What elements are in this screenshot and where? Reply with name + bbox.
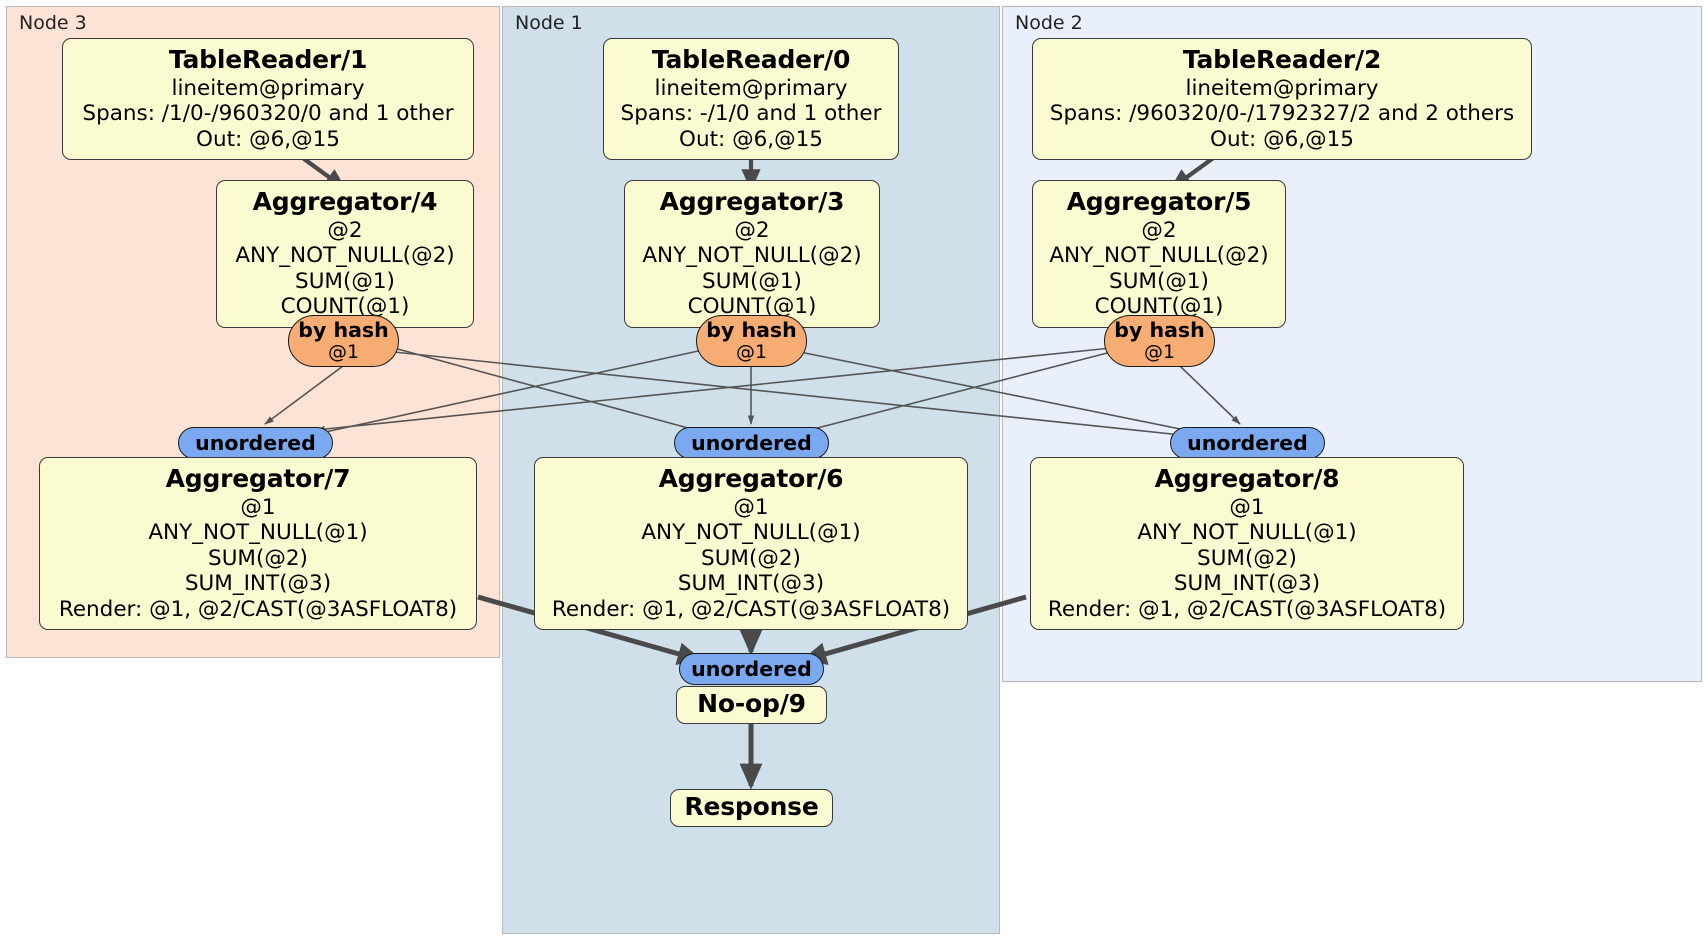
processor-line: SUM_INT(@3) [1173, 571, 1321, 597]
processor-line: Spans: -/1/0 and 1 other [620, 101, 882, 127]
processor-line: SUM_INT(@3) [184, 571, 332, 597]
processor-line: Spans: /960320/0-/1792327/2 and 2 others [1049, 101, 1515, 127]
processor-aggregator-5[interactable]: Aggregator/5 @2 ANY_NOT_NULL(@2) SUM(@1)… [1032, 180, 1286, 328]
processor-line: Out: @6,@15 [196, 126, 340, 152]
stream-label: unordered [691, 430, 812, 455]
processor-line: SUM(@1) [295, 268, 395, 294]
stream-unordered-left[interactable]: unordered [178, 427, 333, 459]
processor-line: SUM(@1) [1109, 268, 1209, 294]
processor-line: @1 [240, 494, 276, 520]
processor-line: Render: @1, @2/CAST(@3ASFLOAT8) [551, 596, 951, 622]
router-label: by hash [1114, 317, 1205, 342]
processor-line: lineitem@primary [1185, 75, 1379, 101]
node-group-label-node-2: Node 2 [1015, 12, 1083, 34]
processor-line: ANY_NOT_NULL(@1) [641, 520, 861, 546]
processor-line: @2 [734, 217, 770, 243]
processor-line: ANY_NOT_NULL(@2) [1049, 243, 1269, 269]
processor-title: Aggregator/5 [1066, 187, 1252, 216]
processor-line: Render: @1, @2/CAST(@3ASFLOAT8) [58, 596, 458, 622]
processor-title: No-op/9 [697, 689, 806, 719]
processor-title: TableReader/1 [168, 45, 368, 74]
processor-line: ANY_NOT_NULL(@1) [1137, 520, 1357, 546]
processor-line: Spans: /1/0-/960320/0 and 1 other [82, 101, 454, 127]
node-group-label-node-1: Node 1 [515, 12, 583, 34]
processor-line: @2 [1141, 217, 1177, 243]
router-sublabel: @1 [735, 340, 768, 363]
processor-title: Aggregator/7 [165, 464, 351, 493]
router-by-hash-left[interactable]: by hash @1 [288, 315, 399, 367]
stream-unordered-mid[interactable]: unordered [674, 427, 829, 459]
processor-noop-9[interactable]: No-op/9 [676, 686, 827, 724]
processor-line: SUM(@2) [1197, 545, 1297, 571]
processor-line: Out: @6,@15 [1210, 126, 1354, 152]
node-group-label-node-3: Node 3 [19, 12, 87, 34]
processor-tablereader-2[interactable]: TableReader/2 lineitem@primary Spans: /9… [1032, 38, 1532, 161]
router-label: by hash [298, 317, 389, 342]
stream-label: unordered [195, 430, 316, 455]
router-sublabel: @1 [1143, 340, 1176, 363]
processor-line: @2 [327, 217, 363, 243]
processor-title: Aggregator/3 [659, 187, 845, 216]
stream-label: unordered [691, 656, 812, 681]
processor-aggregator-3[interactable]: Aggregator/3 @2 ANY_NOT_NULL(@2) SUM(@1)… [624, 180, 880, 328]
processor-line: @1 [733, 494, 769, 520]
processor-tablereader-0[interactable]: TableReader/0 lineitem@primary Spans: -/… [603, 38, 899, 161]
processor-title: Aggregator/8 [1154, 464, 1340, 493]
processor-line: Out: @6,@15 [679, 126, 823, 152]
processor-aggregator-6[interactable]: Aggregator/6 @1 ANY_NOT_NULL(@1) SUM(@2)… [534, 457, 968, 631]
router-label: by hash [706, 317, 797, 342]
stream-label: unordered [1187, 430, 1308, 455]
processor-title: Aggregator/4 [252, 187, 438, 216]
processor-line: ANY_NOT_NULL(@2) [235, 243, 455, 269]
processor-line: Render: @1, @2/CAST(@3ASFLOAT8) [1047, 596, 1447, 622]
processor-title: TableReader/0 [651, 45, 851, 74]
processor-aggregator-7[interactable]: Aggregator/7 @1 ANY_NOT_NULL(@1) SUM(@2)… [39, 457, 477, 631]
processor-response[interactable]: Response [670, 789, 833, 827]
processor-line: lineitem@primary [654, 75, 848, 101]
stream-unordered-final[interactable]: unordered [679, 653, 824, 685]
processor-aggregator-4[interactable]: Aggregator/4 @2 ANY_NOT_NULL(@2) SUM(@1)… [216, 180, 474, 328]
processor-tablereader-1[interactable]: TableReader/1 lineitem@primary Spans: /1… [62, 38, 474, 161]
processor-line: ANY_NOT_NULL(@2) [642, 243, 862, 269]
processor-line: SUM_INT(@3) [677, 571, 825, 597]
router-by-hash-right[interactable]: by hash @1 [1104, 315, 1215, 367]
processor-line: ANY_NOT_NULL(@1) [148, 520, 368, 546]
stream-unordered-right[interactable]: unordered [1170, 427, 1325, 459]
processor-aggregator-8[interactable]: Aggregator/8 @1 ANY_NOT_NULL(@1) SUM(@2)… [1030, 457, 1464, 631]
processor-line: SUM(@2) [701, 545, 801, 571]
processor-title: Aggregator/6 [658, 464, 844, 493]
processor-line: @1 [1229, 494, 1265, 520]
processor-line: SUM(@1) [702, 268, 802, 294]
router-sublabel: @1 [327, 340, 360, 363]
processor-line: SUM(@2) [208, 545, 308, 571]
processor-title: Response [684, 792, 819, 822]
processor-title: TableReader/2 [1182, 45, 1382, 74]
router-by-hash-mid[interactable]: by hash @1 [696, 315, 807, 367]
processor-line: lineitem@primary [171, 75, 365, 101]
